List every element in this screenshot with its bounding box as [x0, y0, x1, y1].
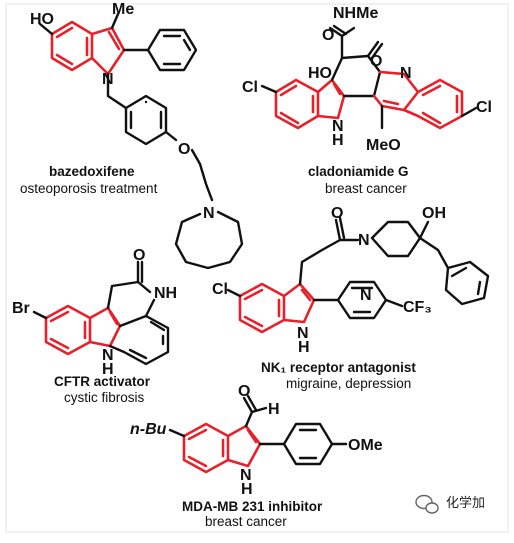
compound-description: osteoporosis treatment — [20, 181, 158, 196]
atom-label-o: O — [370, 53, 382, 70]
atom-label-h: H — [298, 339, 310, 356]
atom-label-oh: OH — [422, 205, 446, 222]
atom-label-n: N — [360, 287, 372, 304]
atom-label-n: N — [102, 71, 114, 88]
compound-name: bazedoxifene — [49, 164, 135, 179]
compound-name: MDA-MB 231 inhibitor — [182, 499, 323, 514]
atom-label-br: Br — [12, 300, 30, 317]
compound-name: NK₁ receptor antagonist — [261, 360, 416, 375]
atom-label-ho: HO — [308, 65, 332, 82]
figure-border — [5, 3, 509, 533]
atom-label-cf3: CF₃ — [403, 299, 432, 316]
atom-label-o: O — [322, 27, 334, 44]
atom-label-h: H — [332, 132, 344, 149]
structure-mda-mb-231-inhibitor — [168, 394, 348, 474]
compound-description: migraine, depression — [286, 376, 411, 391]
compound-name: cladoniamide G — [308, 164, 409, 179]
atom-label-nbu: n-Bu — [130, 421, 167, 438]
atom-label-h: H — [268, 401, 280, 418]
atom-label-nh: NH — [154, 285, 177, 302]
atom-label-meo: MeO — [366, 137, 401, 154]
atom-label-cl: Cl — [212, 281, 228, 298]
compound-name: CFTR activator — [54, 374, 151, 389]
atom-label-o: O — [178, 141, 190, 158]
structure-nk1-antagonist — [226, 216, 490, 334]
atom-label-cl: Cl — [476, 99, 492, 116]
atom-label-n: N — [332, 118, 344, 135]
atom-label-n: N — [102, 347, 114, 364]
atom-label-n: N — [297, 325, 309, 342]
atom-label-h: H — [102, 361, 114, 378]
compound-description: breast cancer — [205, 514, 287, 529]
atom-label-n: N — [400, 65, 412, 82]
atom-label-o: O — [238, 383, 250, 400]
atom-label-ho: HO — [30, 11, 54, 28]
atom-label-o: O — [331, 205, 343, 222]
compound-description: cystic fibrosis — [64, 390, 145, 405]
compound-description: breast cancer — [325, 181, 407, 196]
atom-label-n: N — [203, 205, 215, 222]
wechat-icon — [415, 494, 439, 514]
atom-label-n: N — [240, 467, 252, 484]
atom-label-h: H — [241, 481, 253, 498]
atom-label-o: O — [133, 247, 145, 264]
atom-label-n: N — [358, 232, 370, 249]
watermark-text: 化学加 — [446, 495, 485, 510]
structure-bazedoxifene — [38, 12, 244, 270]
atom-label-me: Me — [112, 1, 134, 18]
structure-cladoniamide-g — [260, 24, 478, 130]
atom-label-nhme: NHMe — [333, 5, 378, 22]
structure-cftr-activator — [32, 260, 170, 366]
atom-label-ome: OMe — [348, 437, 383, 454]
atom-label-cl: Cl — [242, 79, 258, 96]
